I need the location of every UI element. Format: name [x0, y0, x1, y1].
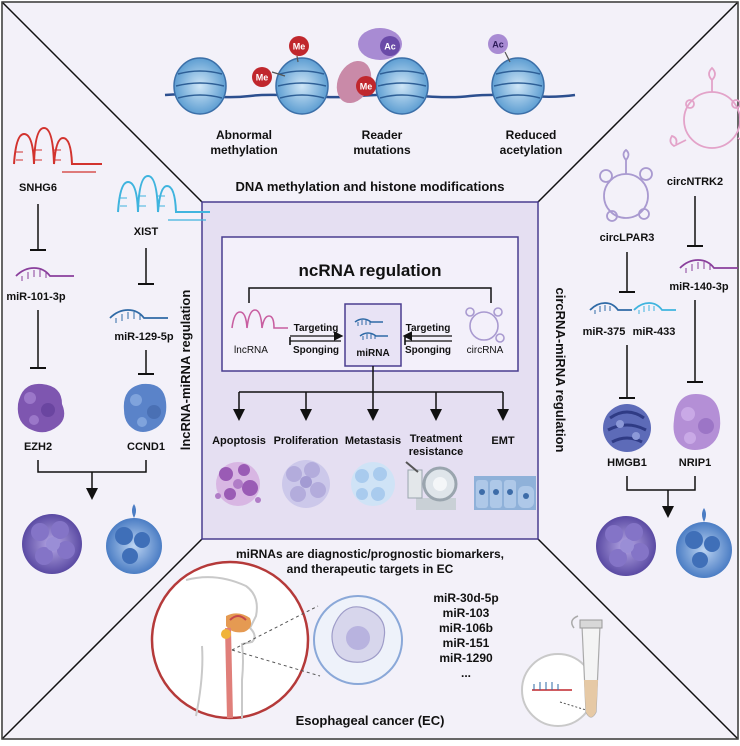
cancer-cell-zoom-illustration	[313, 595, 403, 685]
methyl-mark-2: Me	[289, 36, 309, 63]
mir-101-3p-icon	[15, 267, 74, 281]
mir-375-label: miR-375	[583, 326, 626, 338]
xist-label: XIST	[134, 226, 159, 238]
hmgb1-label: HMGB1	[607, 457, 647, 469]
ncrna-bracket	[248, 287, 492, 303]
head-anatomy-illustration	[150, 560, 310, 720]
circrna-glyph	[465, 307, 505, 343]
divider-top-left	[2, 2, 203, 203]
emt-cells-illustration	[474, 476, 536, 510]
biomarker-mirna-5: miR-1290	[439, 651, 493, 665]
nrip1-protein-icon	[673, 394, 721, 450]
lncrna-glyph	[231, 309, 288, 329]
nucleosome-3	[375, 57, 429, 115]
mir-375-icon	[589, 302, 632, 314]
divider-bottom-left	[2, 538, 203, 739]
reader-protein-ac: Ac	[358, 28, 402, 60]
outcome-metastasis: Metastasis	[345, 435, 401, 447]
biomarker-mirna-4: miR-151	[443, 636, 490, 650]
nucleosome-4	[491, 57, 545, 115]
targeting-label-right: Targeting	[406, 323, 451, 334]
me-label-2: Me	[293, 42, 306, 52]
circrna-label: circRNA	[467, 345, 504, 356]
ccnd1-protein-icon	[123, 383, 167, 432]
ccnd1-label: CCND1	[127, 441, 165, 453]
outcome-treatment-line1: Treatment	[410, 433, 463, 445]
proliferation-cells-illustration	[282, 460, 330, 508]
ncrna-title: ncRNA regulation	[299, 261, 442, 280]
me-label-1: Me	[256, 73, 269, 83]
circntrk2-label: circNTRK2	[667, 176, 723, 188]
mirna-label: miRNA	[356, 348, 389, 359]
mir-129-5p-icon	[109, 309, 168, 323]
apoptosis-cells-illustration	[215, 462, 261, 506]
ezh2-label: EZH2	[24, 441, 52, 453]
outcome-treatment-line2: resistance	[409, 446, 463, 458]
xist-lncrna-icon	[117, 174, 210, 221]
top-panel-title: DNA methylation and histone modification…	[236, 179, 505, 194]
mirna-glyph	[354, 318, 388, 340]
nucleosome-1	[173, 57, 227, 115]
zoom-line-1	[231, 605, 319, 651]
outcome-emt: EMT	[491, 435, 515, 447]
bottom-title-line2: and therapeutic targets in EC	[287, 562, 454, 576]
outcome-proliferation: Proliferation	[274, 435, 339, 447]
circlpar3-label: circLPAR3	[600, 232, 655, 244]
top-item-3-line1: Reduced	[506, 128, 557, 142]
biomarker-mirna-2: miR-103	[443, 606, 490, 620]
top-item-1-line2: methylation	[210, 143, 277, 157]
reader-protein-me: Me	[336, 60, 376, 104]
circlpar3-icon	[599, 148, 653, 222]
test-tube-illustration	[521, 615, 603, 727]
acetyl-mark: Ac	[488, 34, 511, 63]
mir-433-label: miR-433	[633, 326, 676, 338]
sponging-label-left: Sponging	[293, 345, 339, 356]
sponging-label-right: Sponging	[405, 345, 451, 356]
top-item-2-line2: mutations	[353, 143, 411, 157]
outcome-apoptosis: Apoptosis	[212, 435, 266, 447]
divider-bottom-right	[537, 538, 738, 739]
hmgb1-protein-icon	[603, 404, 651, 452]
top-item-1-line1: Abnormal	[216, 128, 272, 142]
circntrk2-icon	[669, 66, 740, 149]
ac-label-1: Ac	[384, 42, 396, 52]
biomarker-mirna-1: miR-30d-5p	[433, 591, 498, 605]
left-side-title: lncRNA-miRNA regulation	[178, 290, 193, 451]
top-item-3-line2: acetylation	[500, 143, 563, 157]
methyl-mark-1: Me	[252, 67, 286, 87]
me-label-3: Me	[360, 82, 373, 92]
snhg6-lncrna-icon	[13, 126, 102, 173]
mir-101-3p-label: miR-101-3p	[6, 291, 66, 303]
biomarker-mirna-ellipsis: ...	[461, 666, 471, 680]
bottom-title-line1: miRNAs are diagnostic/prognostic biomark…	[236, 547, 504, 561]
mir-129-5p-label: miR-129-5p	[114, 331, 174, 343]
nrip1-label: NRIP1	[679, 457, 711, 469]
ezh2-protein-icon	[17, 383, 65, 433]
mir-433-icon	[633, 302, 676, 314]
biomarker-mirna-3: miR-106b	[439, 621, 493, 635]
right-tumor-cells-illustration	[596, 508, 732, 578]
ac-label-2: Ac	[492, 40, 504, 50]
top-item-2-line1: Reader	[362, 128, 403, 142]
bottom-caption: Esophageal cancer (EC)	[296, 713, 445, 728]
lncrna-label: lncRNA	[234, 345, 268, 356]
nucleosome-2	[275, 57, 329, 115]
divider-top-right	[537, 2, 738, 203]
targeting-label-left: Targeting	[294, 323, 339, 334]
left-tumor-cells-illustration	[22, 504, 162, 574]
mir-140-3p-icon	[679, 259, 738, 273]
metastasis-cells-illustration	[351, 462, 395, 506]
right-merge-bracket	[626, 476, 696, 491]
snhg6-label: SNHG6	[19, 182, 57, 194]
mir-140-3p-label: miR-140-3p	[669, 281, 729, 293]
treatment-machine-illustration	[405, 461, 458, 510]
right-side-title: circRNA-miRNA regulation	[553, 288, 568, 453]
